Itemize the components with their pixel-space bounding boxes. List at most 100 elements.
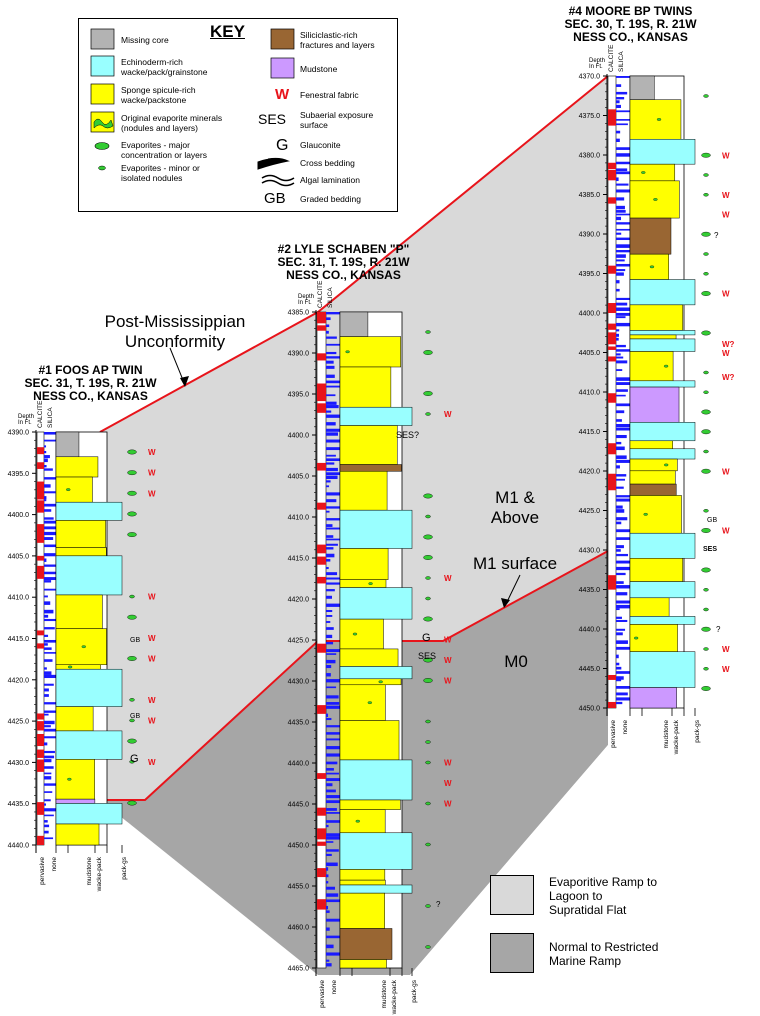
fenestral-w-mark: W — [722, 645, 730, 654]
calcite-red-interval — [317, 502, 326, 510]
silica-blue-bar — [326, 695, 339, 699]
unconformity-label: Post-Mississippian Unconformity — [104, 312, 246, 351]
calcite-red-interval — [37, 802, 44, 815]
silica-blue-bar — [616, 581, 624, 584]
silica-blue-bar — [616, 394, 626, 397]
silica-blue-bar — [44, 503, 62, 507]
depth-header-label: Depth — [18, 414, 34, 420]
silica-blue-bar — [326, 432, 339, 436]
silica-blue-bar — [616, 478, 626, 481]
calcite-red-interval — [37, 534, 44, 543]
depth-tick-label: 4385.0 — [288, 310, 310, 317]
silica-blue-bar — [616, 333, 619, 337]
fenestral-w-question-1: W? — [722, 340, 735, 349]
silica-blue-bar — [616, 619, 628, 623]
silica-blue-bar — [44, 618, 58, 622]
silica-blue-bar — [616, 177, 619, 182]
column-bottom-label: pervasive — [39, 857, 46, 885]
lithology-interval — [55, 823, 100, 846]
calcite-header: CALCITE — [37, 400, 44, 428]
silica-blue-bar — [326, 527, 346, 530]
evaporite-symbol — [423, 534, 433, 540]
evaporite-nodule-mark — [355, 819, 360, 823]
depth-tick-label: 4430.0 — [288, 679, 310, 686]
evaporite-symbol — [127, 738, 137, 744]
depth-tick-label: 4395.0 — [8, 471, 30, 478]
fenestral-w-mark: W — [148, 489, 156, 498]
silica-blue-bar — [326, 524, 333, 527]
silica-blue-bar — [616, 616, 622, 619]
lithology-interval — [339, 464, 402, 472]
column-bottom-label: none — [622, 720, 629, 735]
silica-blue-bar — [616, 369, 623, 371]
lithology-interval — [55, 476, 93, 503]
silica-blue-bar — [44, 710, 59, 713]
key-label-missing-core: Missing core — [121, 35, 169, 45]
ses-mark-lyle: SES — [418, 651, 436, 661]
silica-header: SILICA — [327, 287, 334, 308]
silica-blue-bar — [326, 621, 331, 623]
missing-core-interval — [339, 311, 369, 337]
silica-blue-bar — [44, 465, 47, 468]
silica-blue-bar — [326, 365, 335, 369]
evaporite-symbol — [425, 801, 431, 806]
silica-blue-bar — [616, 302, 628, 306]
evaporite-symbol — [129, 760, 135, 764]
evaporite-nodule-mark — [664, 463, 669, 467]
silica-blue-bar — [326, 439, 342, 443]
silica-blue-bar — [616, 701, 623, 705]
silica-blue-bar — [326, 454, 336, 457]
evaporite-symbol — [425, 412, 431, 416]
lithology-interval — [339, 959, 387, 969]
silica-blue-bar — [616, 537, 631, 540]
calcite-red-interval — [608, 443, 616, 451]
calcite-red-interval — [608, 575, 616, 585]
silica-blue-bar — [44, 713, 49, 716]
ses-symbol: SES — [258, 111, 286, 127]
calcite-red-interval — [317, 868, 326, 878]
silica-blue-bar — [616, 91, 628, 95]
question-mark-2: ? — [716, 625, 721, 634]
silica-blue-bar — [616, 263, 634, 267]
silica-header: SILICA — [618, 51, 625, 72]
lithology-interval — [339, 618, 384, 650]
calcite-red-interval — [317, 807, 326, 816]
silica-blue-bar — [44, 683, 54, 686]
evaporite-symbol — [129, 718, 135, 723]
evaporite-symbol — [701, 291, 711, 296]
silica-blue-bar — [616, 671, 633, 674]
column-bottom-label: none — [331, 980, 338, 995]
lithology-interval — [629, 304, 684, 331]
legend-label-light: Evaporitive Ramp to Lagoon to Supratidal… — [549, 875, 658, 917]
silica-blue-bar — [326, 312, 344, 315]
calcite-red-interval — [37, 749, 44, 758]
key-label-graded: Graded bedding — [300, 194, 361, 204]
key-label-fenestral: Fenestral fabric — [300, 90, 359, 100]
evaporite-symbol — [127, 614, 137, 620]
fenestral-w-mark: W — [148, 758, 156, 767]
calcite-red-interval — [37, 759, 44, 772]
lithology-interval — [339, 832, 413, 870]
silica-blue-bar — [326, 641, 334, 645]
silica-blue-bar — [326, 410, 332, 413]
silica-blue-bar — [616, 307, 632, 311]
silica-blue-bar — [326, 535, 334, 538]
well-title-lyle-schaben: #2 LYLE SCHABEN "P" SEC. 31, T. 19S, R. … — [277, 242, 410, 282]
silica-blue-bar — [326, 330, 329, 334]
silica-blue-bar — [616, 529, 632, 533]
lithology-interval — [339, 869, 386, 881]
legend-swatch-light — [490, 875, 534, 915]
silica-blue-bar — [616, 465, 620, 469]
well-title-moore: #4 MOORE BP TWINS SEC. 30, T. 19S, R. 21… — [564, 4, 697, 44]
silica-blue-bar — [326, 686, 337, 689]
silica-blue-bar — [616, 419, 622, 422]
depth-tick-label: 4390.0 — [288, 351, 310, 358]
silica-blue-bar — [326, 649, 344, 653]
evaporite-symbol — [703, 588, 709, 592]
depth-tick-label: 4440.0 — [288, 761, 310, 768]
silica-blue-bar — [326, 935, 344, 939]
silica-blue-bar — [616, 123, 628, 126]
silica-blue-bar — [44, 766, 54, 769]
lithology-interval — [629, 687, 677, 709]
evaporite-symbol — [703, 449, 709, 454]
